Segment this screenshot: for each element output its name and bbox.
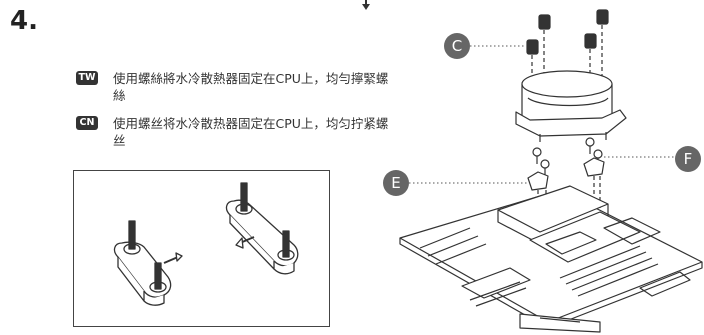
step-number: 4.	[10, 6, 38, 36]
callout-f: F	[675, 146, 701, 172]
bracket-detail-illustration	[73, 170, 330, 327]
bracket-detail-drawing	[113, 182, 299, 306]
callout-e: E	[383, 170, 409, 196]
instruction-text-tw: 使用螺絲將水冷散熱器固定在CPU上，均勻擰緊螺絲	[113, 71, 389, 103]
lang-badge-cn: CN	[76, 116, 98, 130]
instruction-tw: TW 使用螺絲將水冷散熱器固定在CPU上，均勻擰緊螺絲	[76, 70, 388, 106]
lang-badge-tw: TW	[76, 71, 98, 85]
instruction-text-cn: 使用螺丝将水冷散热器固定在CPU上，均匀拧紧螺丝	[113, 116, 389, 148]
callout-c: C	[444, 33, 470, 59]
instruction-cn: CN 使用螺丝将水冷散热器固定在CPU上，均匀拧紧螺丝	[76, 115, 388, 151]
